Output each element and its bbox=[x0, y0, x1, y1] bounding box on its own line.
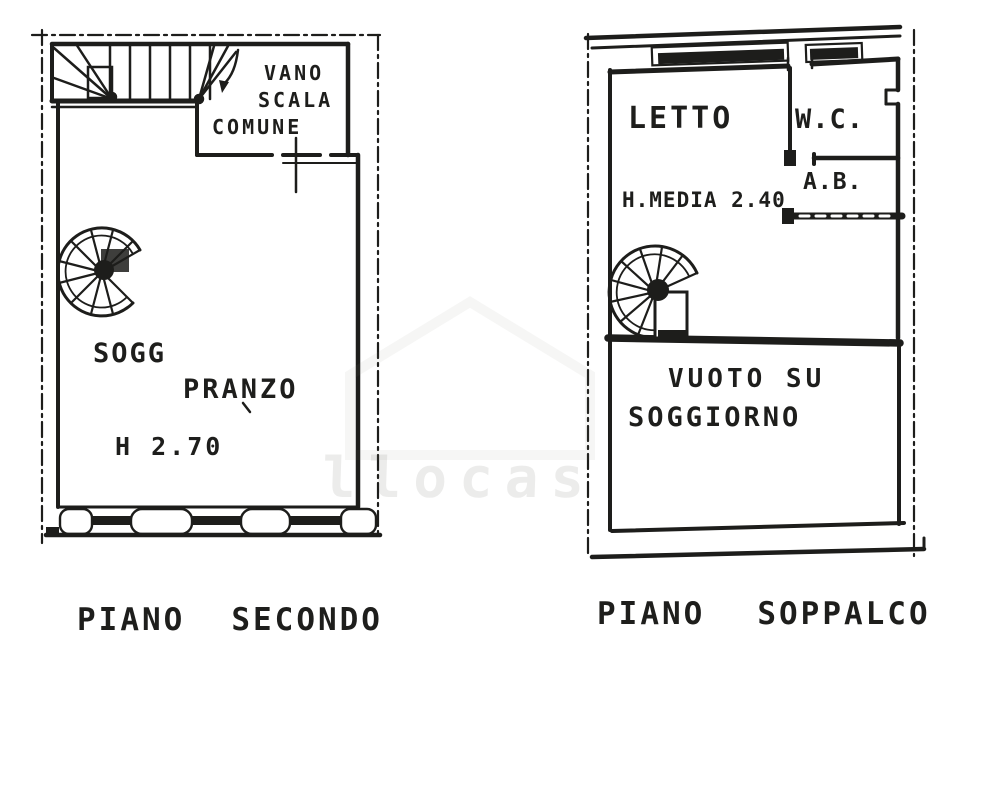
stairwell-room-label: VANO SCALA COMUNE bbox=[212, 60, 333, 141]
living-room-label-line1: SOGG bbox=[93, 338, 167, 369]
roof-edge-lines bbox=[583, 24, 903, 50]
left-boundary-dashdot-line bbox=[30, 28, 382, 545]
spiral-staircase-icon bbox=[56, 226, 142, 318]
accent-tick-mark bbox=[241, 401, 252, 414]
stairwell-label-line3: COMUNE bbox=[212, 115, 303, 139]
stairwell-label-line2: SCALA bbox=[258, 88, 334, 112]
left-caption-word2: SECONDO bbox=[231, 602, 383, 638]
void-label-line2: SOGGIORNO bbox=[628, 402, 802, 433]
stair-direction-arrow-icon bbox=[219, 80, 229, 93]
ab-label: A.B. bbox=[803, 169, 863, 195]
bedroom-label: LETTO bbox=[628, 101, 734, 136]
living-room-walls bbox=[56, 99, 361, 510]
common-staircase-icon bbox=[49, 42, 240, 109]
living-room-label-line2: PRANZO bbox=[183, 374, 299, 405]
window-symbol bbox=[286, 516, 343, 525]
wc-label: W.C. bbox=[795, 104, 865, 135]
left-plan-caption: PIANO SECONDO bbox=[77, 602, 383, 638]
ceiling-height-label: H 2.70 bbox=[115, 432, 224, 461]
right-caption-word1: PIANO bbox=[597, 596, 706, 632]
right-plan-caption: PIANO SOPPALCO bbox=[597, 596, 931, 632]
void-label-line1: VUOTO SU bbox=[668, 364, 826, 394]
right-boundary-dashdot-line bbox=[586, 28, 916, 560]
window-symbol bbox=[190, 516, 243, 525]
stairwell-room-walls bbox=[195, 41, 360, 194]
window-strip bbox=[43, 505, 383, 538]
watermark-house-icon bbox=[345, 296, 595, 460]
right-plan-drawing bbox=[583, 24, 927, 560]
window-symbol bbox=[88, 516, 135, 525]
left-caption-word1: PIANO bbox=[77, 602, 186, 638]
avg-height-label: H.MEDIA 2.40 bbox=[622, 188, 786, 212]
watermark-text: llocas bbox=[320, 446, 598, 511]
right-wall bbox=[884, 56, 901, 341]
stairwell-label-line1: VANO bbox=[264, 61, 325, 85]
wc-ab-walls bbox=[782, 152, 906, 224]
void-room-walls bbox=[589, 341, 927, 560]
spiral-staircase-icon bbox=[607, 244, 699, 341]
right-caption-word2: SOPPALCO bbox=[757, 596, 931, 632]
left-plan-drawing bbox=[30, 28, 383, 545]
